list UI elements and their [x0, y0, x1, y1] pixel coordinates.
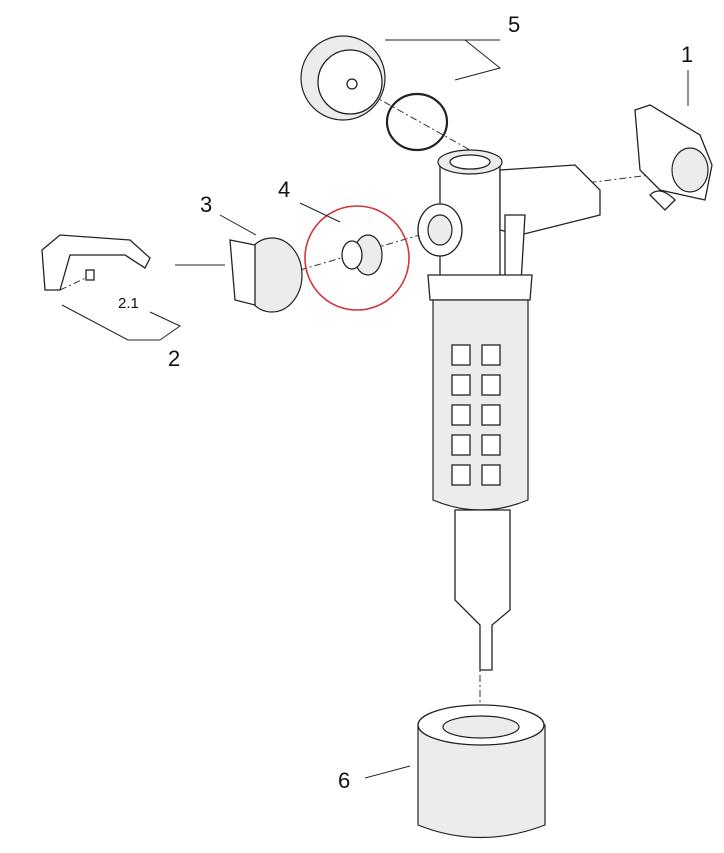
- leader-3: [219, 214, 257, 236]
- highlight-circle: [304, 205, 410, 311]
- label-part-4: 4: [278, 177, 290, 202]
- axis-line-screw: [59, 275, 91, 291]
- leader-2: [61, 304, 181, 341]
- label-part-5: 5: [508, 12, 520, 37]
- main-valve-body: [417, 149, 601, 671]
- label-part-1: 1: [681, 42, 693, 67]
- part-3-filter: [229, 237, 303, 313]
- part-2-1-screw: [85, 269, 95, 281]
- part-4-insert: [341, 234, 383, 276]
- part-2-lever: [41, 234, 151, 291]
- label-part-2-1: 2.1: [118, 295, 139, 312]
- leader-5: [385, 39, 502, 81]
- leader-4: [299, 202, 341, 223]
- axis-line-cap: [344, 79, 471, 151]
- part-1-clip: [634, 104, 713, 211]
- label-part-3: 3: [200, 192, 212, 217]
- leader-6: [364, 765, 411, 779]
- part-5-cap: [300, 35, 386, 121]
- label-part-6: 6: [338, 768, 350, 793]
- part-5-o-ring: [385, 92, 449, 152]
- filter-grid: [451, 344, 501, 486]
- label-part-2: 2: [168, 346, 180, 371]
- part-6-sleeve: [417, 704, 546, 839]
